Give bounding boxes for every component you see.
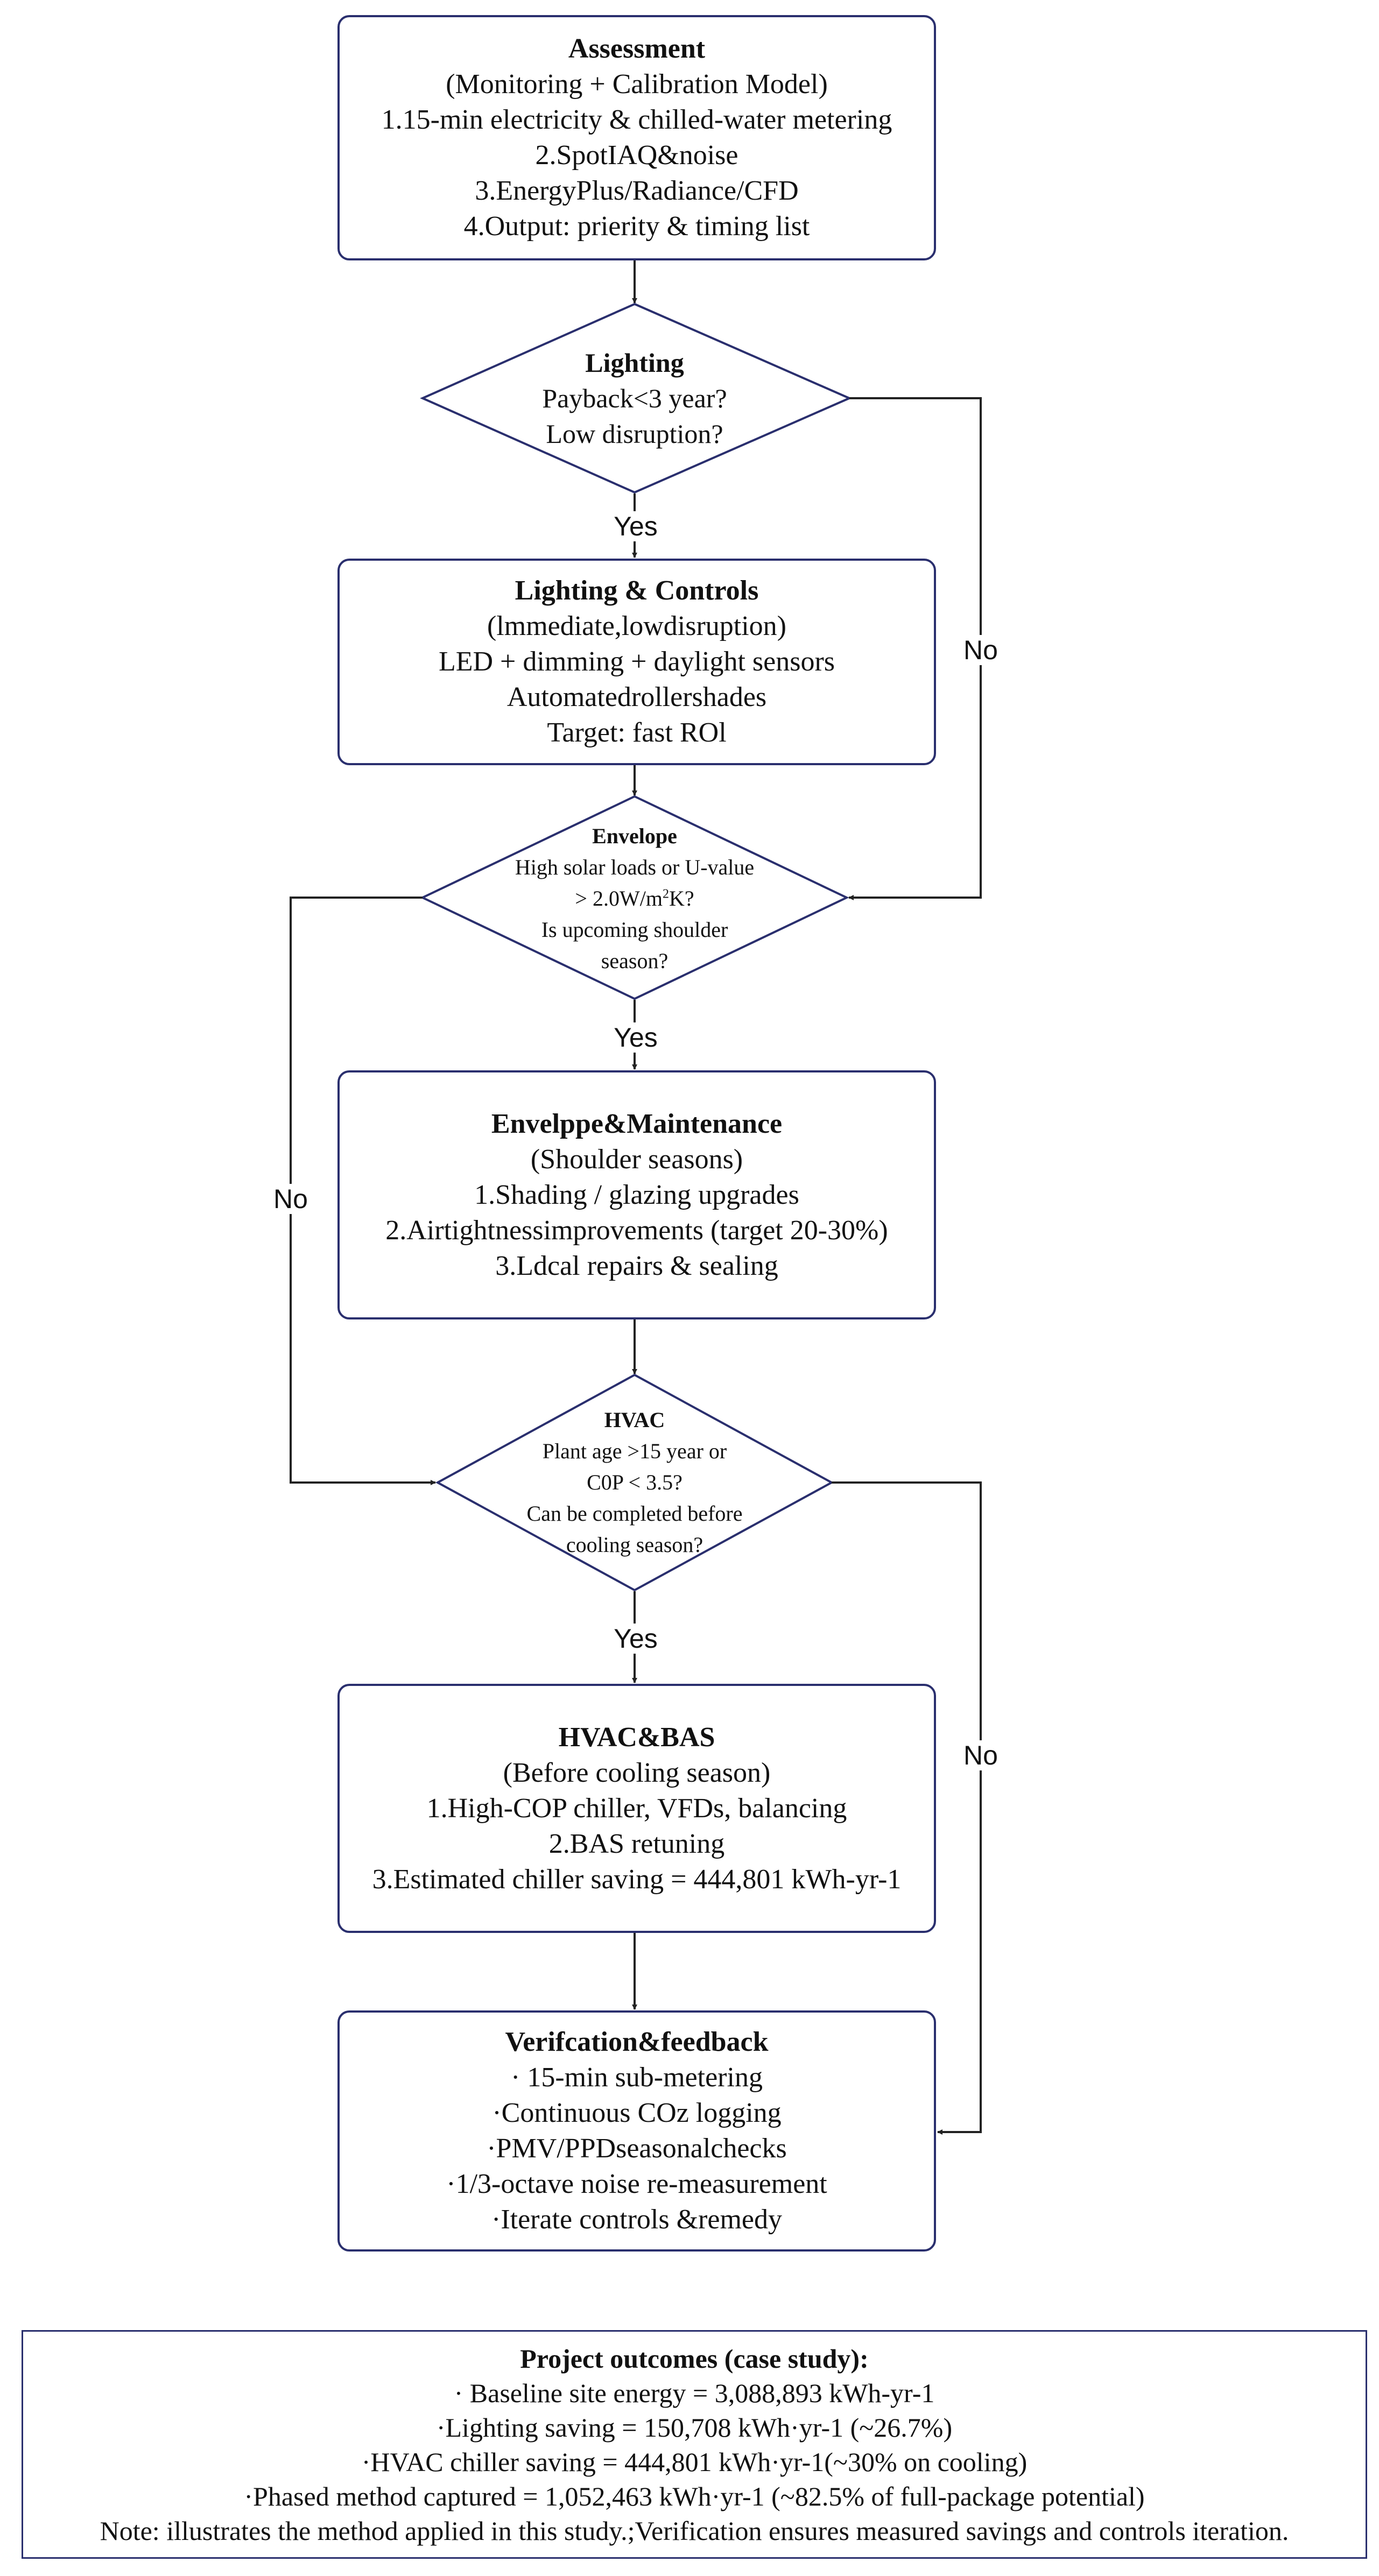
envelope-decision-title: Envelope — [592, 824, 677, 848]
verification-feedback-box: Verifcation&feedback · 15-min sub-meteri… — [337, 2010, 936, 2252]
lighting-box-line: Automatedrollershades — [506, 682, 767, 712]
edge-label-no: No — [270, 1184, 311, 1214]
verification-box-title: Verifcation&feedback — [505, 2027, 769, 2057]
lighting-controls-box: Lighting & Controls (lmmediate,lowdisrup… — [337, 559, 936, 765]
envelope-box-line: 3.Ldcal repairs & sealing — [495, 1250, 778, 1281]
edge-label-yes: Yes — [610, 1624, 661, 1654]
assessment-line: (Monitoring + Calibration Model) — [446, 69, 828, 100]
verification-box-line: ·Continuous COz logging — [492, 2098, 782, 2128]
lighting-box-line: Target: fast ROl — [547, 717, 727, 748]
uvalue-prefix: > 2.0W/m — [575, 886, 663, 911]
hvac-box-line: 1.High-COP chiller, VFDs, balancing — [426, 1792, 847, 1824]
hvac-box-line: (Before cooling season) — [503, 1757, 771, 1788]
envelope-maintenance-box: Envelppe&Maintenance (Shoulder seasons) … — [337, 1070, 936, 1319]
hvac-box-title: HVAC&BAS — [558, 1721, 715, 1753]
outcomes-note: Note: illustrates the method applied in … — [100, 2515, 1289, 2546]
project-outcomes-box: Project outcomes (case study): · Baselin… — [22, 2330, 1367, 2559]
envelope-box-line: 2.Airtightnessimprovements (target 20-30… — [385, 1215, 888, 1246]
verification-box-line: ·Iterate controls &remedy — [491, 2204, 782, 2235]
hvac-decision-title: HVAC — [604, 1408, 665, 1432]
lighting-box-line: (lmmediate,lowdisruption) — [487, 611, 786, 641]
outcomes-line: · Baseline site energy = 3,088,893 kWh-y… — [454, 2377, 935, 2408]
hvac-decision-shape — [435, 1373, 834, 1592]
edge-label-no: No — [960, 1740, 1001, 1770]
verification-box-line: ·PMV/PPDseasonalchecks — [487, 2133, 787, 2164]
hvac-decision-line: Plant age >15 year or — [542, 1439, 727, 1463]
envelope-decision-shape — [420, 795, 849, 1000]
envelope-box-title: Envelppe&Maintenance — [491, 1108, 783, 1139]
lighting-decision: Lighting Payback<3 year? Low disruption? — [484, 334, 785, 463]
connector-hvac-no — [832, 1481, 982, 2135]
hvac-box-line: 3.Estimated chiller saving = 444,801 kWh… — [372, 1864, 902, 1895]
outcomes-line: ·Lighting saving = 150,708 kWh·yr-1 (~26… — [436, 2412, 953, 2443]
envelope-decision-line: High solar loads or U-value — [515, 855, 755, 879]
edge-label-no: No — [960, 635, 1001, 665]
assessment-title: Assessment — [568, 33, 706, 64]
hvac-decision-line: C0P < 3.5? — [587, 1470, 683, 1494]
lighting-decision-title: Lighting — [585, 348, 684, 378]
verification-box-line: ·1/3-octave noise re-measurement — [446, 2169, 827, 2199]
hvac-decision-line: Can be completed before — [526, 1501, 743, 1526]
uvalue-superscript: 2 — [662, 887, 669, 901]
envelope-decision-line: Is upcoming shoulder — [541, 918, 728, 942]
envelope-decision-line: season? — [601, 949, 669, 973]
hvac-box-line: 2.BAS retuning — [548, 1828, 725, 1859]
envelope-box-line: 1.Shading / glazing upgrades — [474, 1179, 799, 1210]
assessment-line: 2.SpotIAQ&noise — [535, 140, 738, 171]
lighting-decision-line: Low disruption? — [546, 419, 723, 449]
hvac-bas-box: HVAC&BAS (Before cooling season) 1.High-… — [337, 1684, 936, 1933]
edge-label-yes: Yes — [610, 1022, 661, 1053]
lighting-box-line: LED + dimming + daylight sensors — [438, 646, 835, 677]
envelope-decision: Envelope High solar loads or U-value > 2… — [484, 813, 785, 985]
lighting-decision-line: Payback<3 year? — [542, 383, 727, 413]
hvac-decision: HVAC Plant age >15 year or C0P < 3.5? Ca… — [501, 1399, 769, 1566]
outcomes-line: ·HVAC chiller saving = 444,801 kWh·yr-1(… — [361, 2446, 1028, 2477]
outcomes-title: Project outcomes (case study): — [520, 2343, 869, 2374]
assessment-box: Assessment (Monitoring + Calibration Mod… — [337, 15, 936, 260]
verification-box-line: · 15-min sub-metering — [511, 2062, 763, 2093]
lighting-decision-shape — [420, 302, 852, 494]
assessment-line: 3.EnergyPlus/Radiance/CFD — [475, 175, 799, 206]
hvac-decision-line: cooling season? — [566, 1533, 703, 1557]
edge-label-yes: Yes — [610, 511, 661, 541]
envelope-decision-line: > 2.0W/m2K? — [575, 883, 694, 914]
assessment-line: 4.Output: prierity & timing list — [463, 211, 810, 242]
envelope-box-line: (Shoulder seasons) — [530, 1144, 743, 1175]
outcomes-line: ·Phased method captured = 1,052,463 kWh·… — [244, 2481, 1145, 2511]
lighting-box-title: Lighting & Controls — [515, 575, 759, 606]
assessment-line: 1.15-min electricity & chilled-water met… — [381, 104, 892, 135]
uvalue-suffix: K? — [669, 886, 694, 911]
